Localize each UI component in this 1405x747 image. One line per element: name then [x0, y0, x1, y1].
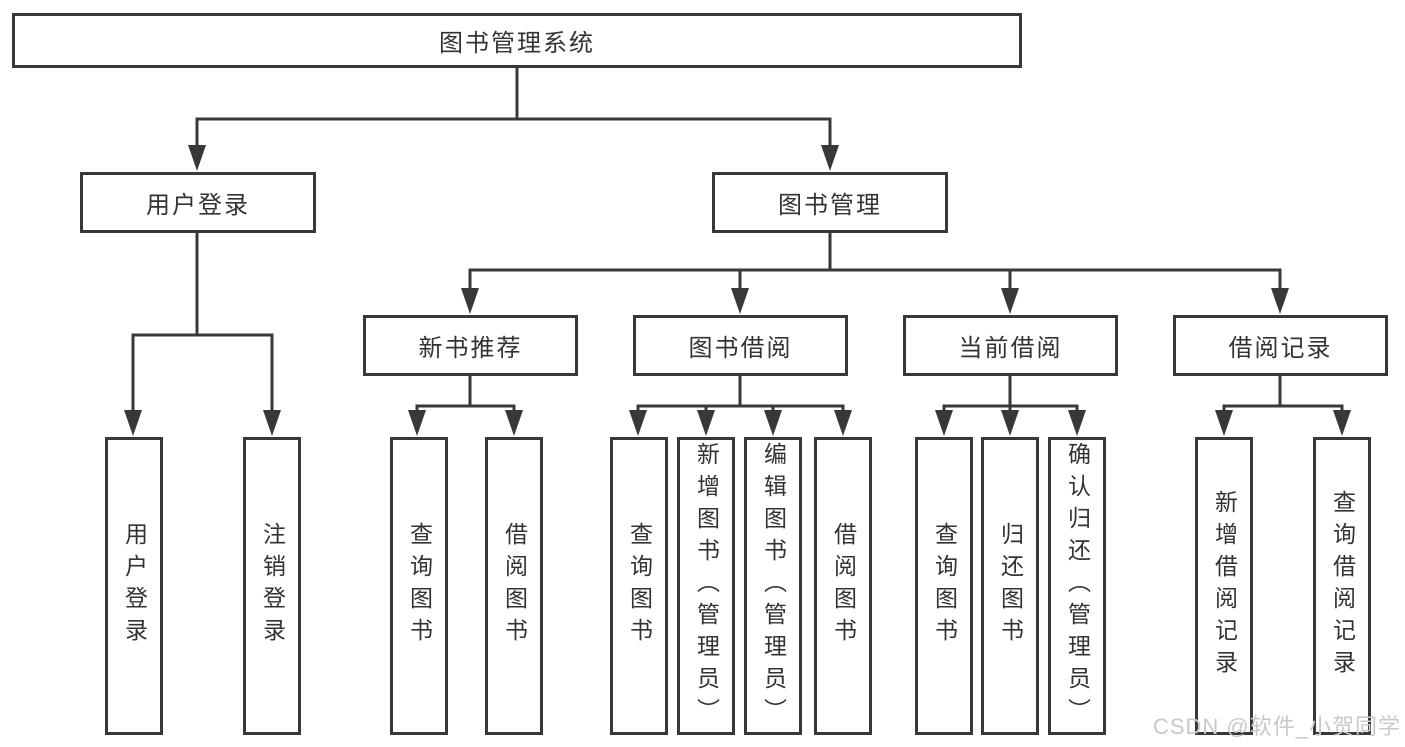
leaf-return-book-label: 归还图书: [997, 522, 1024, 650]
node-current-borrow: 当前借阅: [903, 315, 1118, 376]
node-new-book-recommend-label: 新书推荐: [418, 335, 523, 362]
leaf-borrow-books-2: 借阅图书: [814, 437, 872, 735]
node-borrow-records: 借阅记录: [1173, 315, 1388, 376]
leaf-query-borrow-record-label: 查询借阅记录: [1329, 490, 1356, 682]
leaf-add-borrow-record-label: 新增借阅记录: [1211, 490, 1238, 682]
leaf-edit-book-admin-label: 编辑图书（管理员）: [760, 442, 787, 730]
leaf-edit-book-admin: 编辑图书（管理员）: [744, 437, 802, 735]
leaf-borrow-books-2-label: 借阅图书: [830, 522, 857, 650]
node-book-borrow: 图书借阅: [633, 315, 848, 376]
node-borrow-records-label: 借阅记录: [1228, 335, 1333, 362]
leaf-add-book-admin-label: 新增图书（管理员）: [693, 442, 720, 730]
leaf-return-book: 归还图书: [981, 437, 1039, 735]
leaf-query-borrow-record: 查询借阅记录: [1313, 437, 1371, 735]
leaf-query-books-2-label: 查询图书: [626, 522, 653, 650]
node-library-system: 图书管理系统: [12, 13, 1022, 68]
leaf-query-books-3-label: 查询图书: [931, 522, 958, 650]
leaf-borrow-books-1-label: 借阅图书: [501, 522, 528, 650]
leaf-logout-label: 注销登录: [259, 522, 286, 650]
node-book-borrow-label: 图书借阅: [688, 335, 793, 362]
leaf-user-login: 用户登录: [105, 437, 163, 735]
watermark: CSDN @软件_小贺同学: [1152, 714, 1401, 739]
leaf-confirm-return-admin: 确认归还（管理员）: [1048, 437, 1106, 735]
leaf-query-books-1-label: 查询图书: [406, 522, 433, 650]
leaf-borrow-books-1: 借阅图书: [485, 437, 543, 735]
node-book-management: 图书管理: [712, 172, 948, 233]
node-current-borrow-label: 当前借阅: [958, 335, 1063, 362]
leaf-query-books-1: 查询图书: [390, 437, 448, 735]
node-new-book-recommend: 新书推荐: [363, 315, 578, 376]
leaf-query-books-2: 查询图书: [610, 437, 668, 735]
leaf-query-books-3: 查询图书: [915, 437, 973, 735]
leaf-add-book-admin: 新增图书（管理员）: [677, 437, 735, 735]
leaf-confirm-return-admin-label: 确认归还（管理员）: [1064, 442, 1091, 730]
node-user-login: 用户登录: [80, 172, 316, 233]
leaf-user-login-label: 用户登录: [121, 522, 148, 650]
leaf-logout: 注销登录: [243, 437, 301, 735]
node-book-management-label: 图书管理: [778, 192, 882, 219]
node-library-system-label: 图书管理系统: [439, 30, 595, 57]
node-user-login-label: 用户登录: [146, 192, 250, 219]
arrowheads: [124, 145, 1351, 436]
leaf-add-borrow-record: 新增借阅记录: [1195, 437, 1253, 735]
